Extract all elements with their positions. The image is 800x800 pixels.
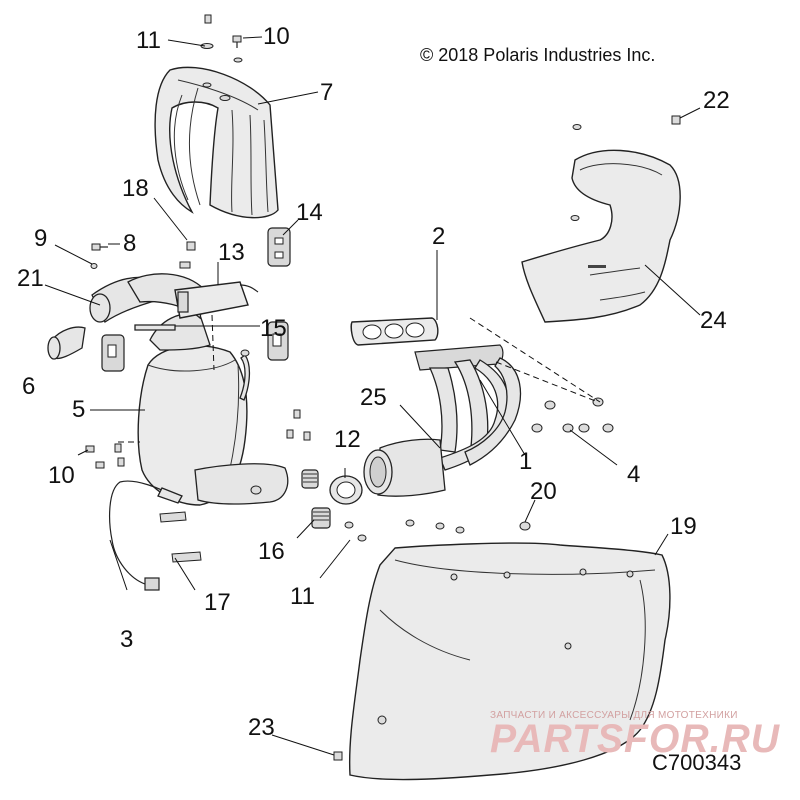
callout-4: 4 bbox=[627, 461, 640, 488]
watermark: ЗАПЧАСТИ И АКСЕССУАРЫ ДЛЯ МОТОТЕХНИКИ PA… bbox=[490, 710, 780, 761]
callout-21: 21 bbox=[17, 265, 44, 292]
part-18-bolt[interactable] bbox=[179, 241, 196, 269]
part-1-exhaust-header[interactable] bbox=[363, 344, 522, 497]
callout-20: 20 bbox=[530, 478, 557, 505]
part-7-upper-heat-shield[interactable] bbox=[154, 66, 279, 219]
part-17-studs[interactable] bbox=[159, 511, 202, 563]
callout-12: 12 bbox=[334, 426, 361, 453]
part-23-bolt[interactable] bbox=[333, 751, 343, 761]
watermark-brand: PARTSFOR.RU bbox=[490, 717, 780, 761]
callout-8: 8 bbox=[123, 230, 136, 257]
part-6-exhaust-tip[interactable] bbox=[47, 326, 86, 360]
part-14-isolator[interactable] bbox=[267, 227, 291, 267]
copyright-text: © 2018 Polaris Industries Inc. bbox=[420, 45, 655, 65]
leader-lines bbox=[44, 36, 701, 756]
callout-3: 3 bbox=[120, 626, 133, 653]
callout-14: 14 bbox=[296, 199, 323, 226]
part-8-bolt[interactable] bbox=[91, 243, 108, 251]
callout-18: 18 bbox=[122, 175, 149, 202]
part-3-oxygen-sensor[interactable] bbox=[109, 480, 183, 591]
isolator-left[interactable] bbox=[101, 334, 125, 372]
callout-22: 22 bbox=[703, 87, 730, 114]
isolator-right[interactable] bbox=[267, 321, 289, 361]
callout-2: 2 bbox=[432, 223, 445, 250]
callout-24: 24 bbox=[700, 307, 727, 334]
part-15-hanger-rod[interactable] bbox=[134, 324, 251, 401]
callout-19: 19 bbox=[670, 513, 697, 540]
part-22-bolt[interactable] bbox=[570, 115, 681, 221]
callout-1: 1 bbox=[519, 448, 532, 475]
part-4-nuts[interactable] bbox=[531, 397, 614, 433]
part-10-top-bolt[interactable] bbox=[232, 35, 243, 63]
callout-6: 6 bbox=[22, 373, 35, 400]
part-11-top-clip[interactable] bbox=[200, 14, 214, 49]
part-10-lower-bolts[interactable] bbox=[85, 443, 125, 469]
callout-13: 13 bbox=[218, 239, 245, 266]
callout-16: 16 bbox=[258, 538, 285, 565]
part-12-exhaust-seal[interactable] bbox=[329, 475, 363, 505]
callout-10-top: 10 bbox=[263, 23, 290, 50]
part-5-muffler[interactable] bbox=[137, 313, 289, 506]
callout-17: 17 bbox=[204, 589, 231, 616]
callout-11-top: 11 bbox=[136, 27, 161, 54]
callout-7: 7 bbox=[320, 79, 333, 106]
part-19-lower-heat-shield[interactable] bbox=[348, 542, 671, 781]
diagram-code: C700343 bbox=[652, 750, 741, 775]
callout-25: 25 bbox=[360, 384, 387, 411]
part-16-springs[interactable] bbox=[301, 469, 331, 529]
misc-bolts-center[interactable] bbox=[286, 409, 311, 441]
callout-9: 9 bbox=[34, 225, 47, 252]
part-24-header-heat-shield[interactable] bbox=[521, 149, 681, 323]
callout-15: 15 bbox=[260, 315, 287, 342]
part-2-exhaust-gasket[interactable] bbox=[350, 317, 439, 346]
callout-11-lower: 11 bbox=[290, 583, 315, 610]
callout-23: 23 bbox=[248, 714, 275, 741]
part-9-nut[interactable] bbox=[90, 263, 98, 269]
part-20-nuts[interactable] bbox=[344, 519, 531, 542]
callout-10-lower: 10 bbox=[48, 462, 75, 489]
callouts: 11 10 7 18 9 8 21 13 14 15 6 5 10 3 17 1… bbox=[17, 23, 730, 741]
callout-5: 5 bbox=[72, 396, 85, 423]
watermark-tagline: ЗАПЧАСТИ И АКСЕССУАРЫ ДЛЯ МОТОТЕХНИКИ bbox=[490, 710, 738, 721]
